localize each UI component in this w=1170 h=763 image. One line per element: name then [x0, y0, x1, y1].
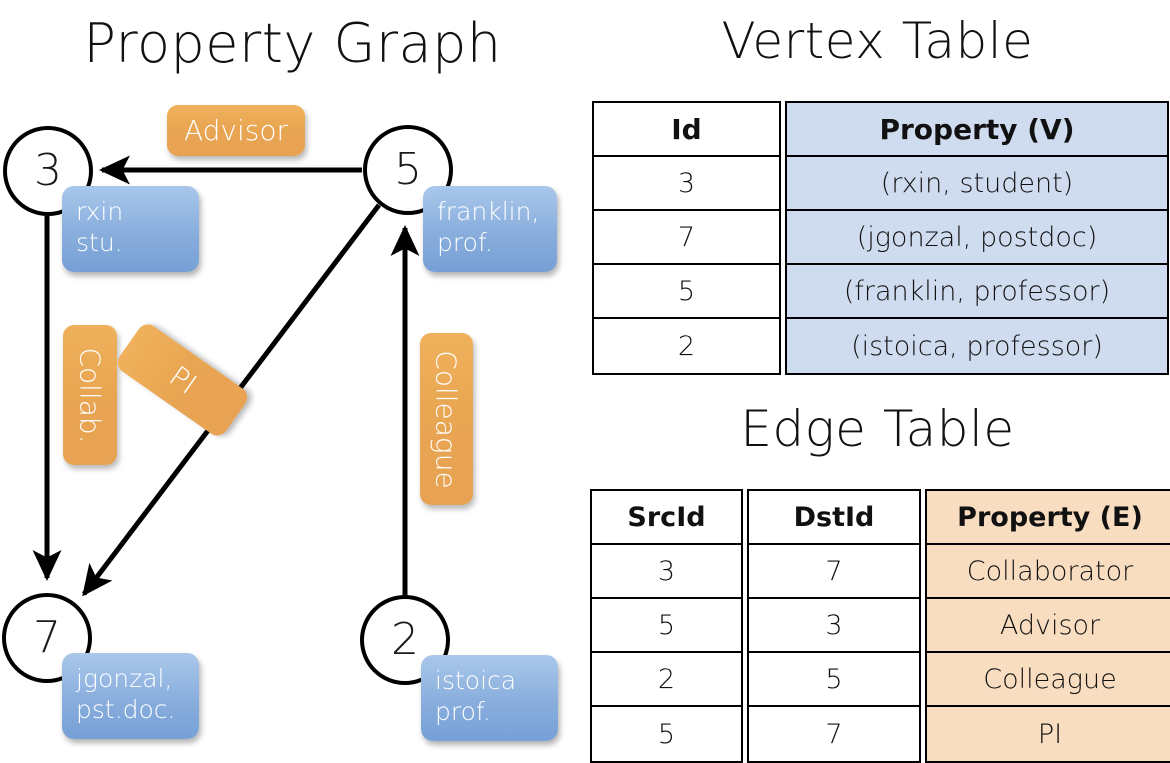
vertex-table: Id 3 7 5 2 Property (V) (rxin, student) …: [592, 101, 1169, 375]
node-property-7-line2: pst.doc.: [76, 695, 176, 725]
edge-table-row-dstid: 7: [749, 707, 919, 761]
vertex-table-id-column: Id 3 7 5 2: [592, 101, 781, 375]
vertex-table-row-property: (rxin, student): [787, 157, 1167, 211]
node-property-2-line1: istoica: [435, 666, 517, 695]
vertex-table-header-id: Id: [594, 103, 779, 157]
edge-table-row-srcid: 3: [592, 545, 741, 599]
property-graph-diagram: Advisor Collab. PI Colleague 3 rxin stu.…: [0, 0, 585, 760]
vertex-table-row-property: (jgonzal, postdoc): [787, 211, 1167, 265]
edge-label-collab: Collab.: [63, 325, 117, 465]
node-property-box-7: jgonzal, pst.doc.: [62, 653, 199, 739]
node-property-3-line2: stu.: [76, 228, 123, 258]
vertex-table-row-id: 7: [594, 211, 779, 265]
graph-node-2[interactable]: 2: [360, 595, 450, 685]
vertex-table-row-id: 3: [594, 157, 779, 211]
edge-table-row-dstid: 3: [749, 599, 919, 653]
graph-node-7-id: 7: [33, 612, 61, 663]
edge-table-header-dstid: DstId: [749, 491, 919, 545]
vertex-table-row-id: 2: [594, 319, 779, 373]
page-title-edge-table: Edge Table: [740, 400, 1015, 458]
node-property-3-line1: rxin: [76, 197, 124, 226]
edge-label-advisor-text: Advisor: [183, 114, 288, 147]
edge-label-colleague: Colleague: [420, 333, 473, 505]
edge-table-header-srcid: SrcId: [592, 491, 741, 545]
vertex-table-header-property: Property (V): [787, 103, 1167, 157]
node-property-box-3: rxin stu.: [62, 186, 199, 272]
edge-label-colleague-text: Colleague: [430, 349, 463, 489]
edge-table-row-property: Colleague: [927, 653, 1170, 707]
edge-label-collab-text: Collab.: [73, 346, 107, 444]
node-property-5-line2: prof.: [437, 228, 493, 258]
edge-table-row-dstid: 7: [749, 545, 919, 599]
edge-table-header-property: Property (E): [927, 491, 1170, 545]
node-property-5-line1: franklin,: [437, 197, 540, 226]
node-property-box-5: franklin, prof.: [423, 186, 557, 272]
edge-table-row-dstid: 5: [749, 653, 919, 707]
graph-node-3-id: 3: [34, 145, 62, 196]
vertex-table-row-property: (istoica, professor): [787, 319, 1167, 373]
graph-node-5[interactable]: 5: [363, 125, 453, 215]
edge-label-pi-text: PI: [162, 359, 203, 401]
graph-node-2-id: 2: [391, 614, 419, 665]
page-title-vertex-table: Vertex Table: [721, 12, 1034, 70]
edge-label-advisor: Advisor: [167, 105, 305, 156]
edge-table-row-property: PI: [927, 707, 1170, 761]
edge-table-row-property: Advisor: [927, 599, 1170, 653]
edge-table-dstid-column: DstId 7 3 5 7: [747, 489, 921, 763]
edge-table-srcid-column: SrcId 3 5 2 5: [590, 489, 743, 763]
vertex-table-row-property: (franklin, professor): [787, 265, 1167, 319]
node-property-7-line1: jgonzal,: [76, 664, 173, 693]
edge-table-row-srcid: 5: [592, 707, 741, 761]
edge-table-row-srcid: 2: [592, 653, 741, 707]
vertex-table-property-column: Property (V) (rxin, student) (jgonzal, p…: [785, 101, 1169, 375]
graph-node-5-id: 5: [394, 144, 422, 195]
edge-table-property-column: Property (E) Collaborator Advisor Collea…: [925, 489, 1170, 763]
vertex-table-row-id: 5: [594, 265, 779, 319]
edge-table-row-srcid: 5: [592, 599, 741, 653]
edge-table-row-property: Collaborator: [927, 545, 1170, 599]
page-title-property-graph: Property Graph: [83, 12, 502, 75]
node-property-2-line2: prof.: [435, 697, 491, 727]
edge-table: SrcId 3 5 2 5 DstId 7 3 5 7 Property (E)…: [590, 489, 1170, 763]
node-property-box-2: istoica prof.: [421, 655, 558, 741]
